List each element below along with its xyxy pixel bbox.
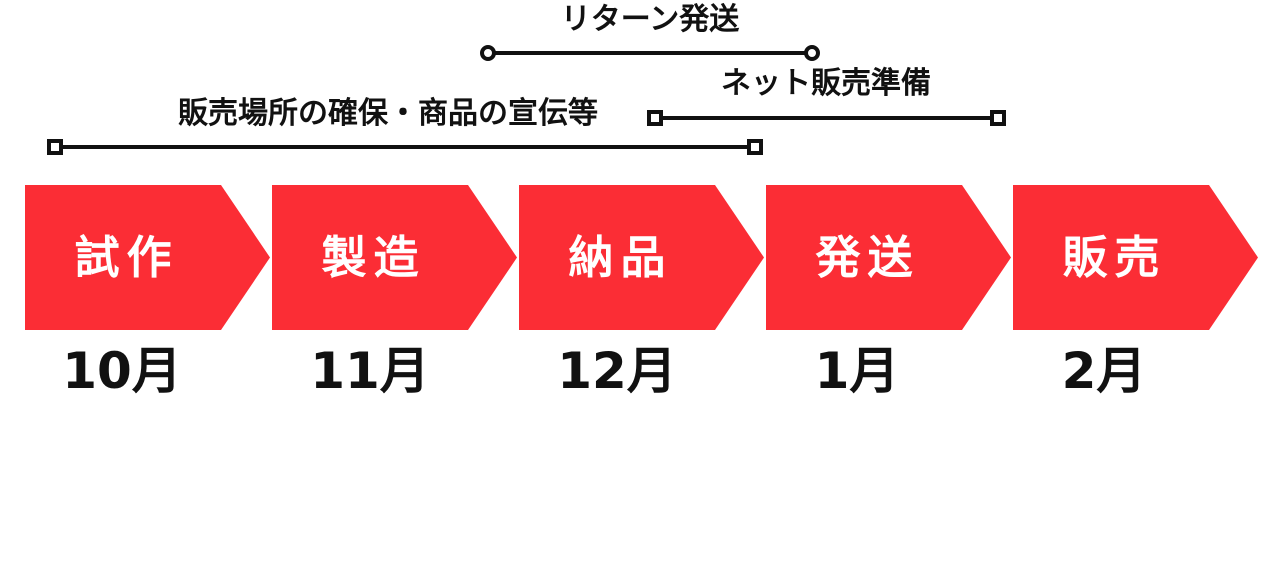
month-label: 2月 [1061, 342, 1147, 400]
circle-endpoint-icon [480, 45, 496, 61]
stage-arrow-delivery: 納品 [519, 185, 764, 330]
stage-arrow-manufacturing: 製造 [272, 185, 517, 330]
month-label: 1月 [814, 342, 900, 400]
stage-label: 納品 [568, 231, 673, 284]
stage-arrow-prototype: 試作 [25, 185, 270, 330]
stage-arrow-shipping: 発送 [766, 185, 1011, 330]
stage-arrow-sales: 販売 [1013, 185, 1258, 330]
stage-label: 販売 [1062, 231, 1167, 284]
annotation-label-return-shipping: リターン発送 [560, 2, 740, 37]
annotation-line-net-sales-prep [647, 110, 1006, 126]
square-endpoint-icon [47, 139, 63, 155]
annotation-line-sales-location-promotion [47, 139, 763, 155]
stage-label: 製造 [321, 231, 426, 284]
annotation-line-return-shipping [480, 45, 820, 61]
month-label: 12月 [557, 342, 677, 400]
square-endpoint-icon [747, 139, 763, 155]
annotation-label-sales-location-promotion: 販売場所の確保・商品の宣伝等 [178, 96, 598, 131]
month-label: 11月 [310, 342, 430, 400]
square-endpoint-icon [647, 110, 663, 126]
month-label: 10月 [62, 342, 182, 400]
stage-label: 試作 [74, 231, 179, 284]
stage-label: 発送 [815, 231, 920, 284]
annotation-label-net-sales-prep: ネット販売準備 [721, 66, 931, 101]
circle-endpoint-icon [804, 45, 820, 61]
square-endpoint-icon [990, 110, 1006, 126]
